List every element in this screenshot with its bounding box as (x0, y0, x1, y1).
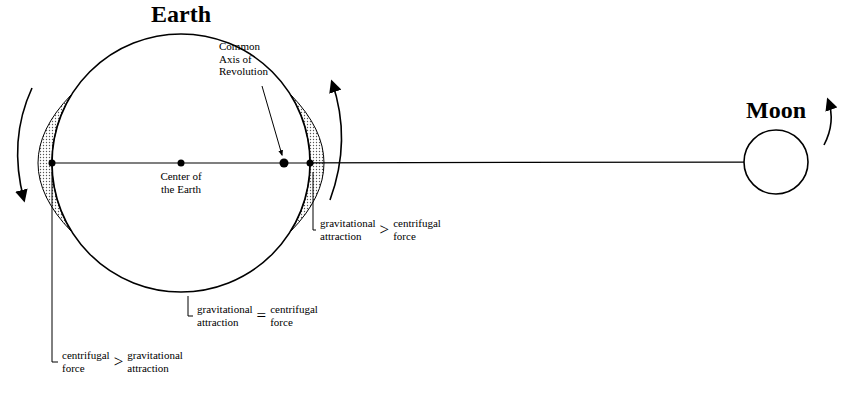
annotation: gravitational attraction (197, 303, 253, 328)
annotation: gravitational attraction (320, 217, 376, 242)
pointer-arrow (262, 86, 282, 155)
comparison-sign: > (380, 221, 390, 239)
axis-point (280, 159, 289, 168)
body-name: Moon (704, 96, 845, 124)
circle-shape (744, 130, 808, 194)
body-circle: Moon (744, 130, 808, 194)
comparison-note: gravitational attraction>centrifugal for… (320, 217, 441, 242)
axis-line (310, 161, 744, 163)
annotation: Common Axis of Revolution (219, 40, 277, 78)
comparison-note: gravitational attraction=centrifugal for… (197, 303, 318, 328)
comparison-sign: = (257, 307, 267, 325)
rotation-arrow (18, 88, 32, 200)
annotation: centrifugal force (393, 217, 441, 242)
rotation-arrow (824, 100, 831, 145)
comparison-sign: > (114, 353, 124, 371)
circle-shape (52, 34, 310, 292)
leader-line (313, 172, 316, 230)
annotation: centrifugal force (62, 349, 110, 374)
annotation: gravitational attraction (127, 349, 183, 374)
body-circle: Earth (52, 34, 310, 292)
point (178, 160, 185, 167)
comparison-note: centrifugal force>gravitational attracti… (62, 349, 183, 374)
circle-outline (52, 34, 310, 292)
leader-line (188, 296, 193, 316)
annotation: Center of the Earth (153, 170, 209, 195)
body-name: Earth (12, 0, 350, 28)
circle-outline (744, 130, 808, 194)
rotation-arrow (330, 82, 342, 200)
annotation: centrifugal force (270, 303, 318, 328)
